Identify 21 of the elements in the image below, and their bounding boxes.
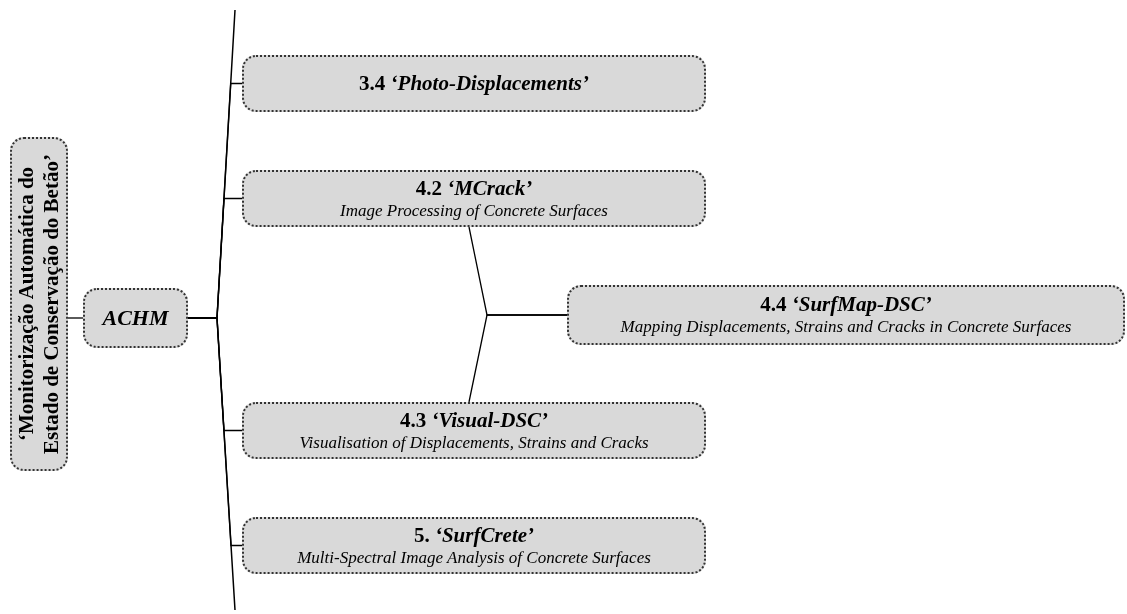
title-box (10, 137, 68, 471)
node-description: Image Processing of Concrete Surfaces (340, 199, 608, 222)
rounded-box (242, 517, 706, 574)
connector-line (187, 317, 243, 547)
rounded-box (242, 170, 706, 227)
node-heading: 5. ‘SurfCrete’ (413, 522, 535, 547)
rounded-box (242, 55, 706, 112)
node-heading: 3.4 ‘Photo-Displacements’ (359, 71, 589, 96)
node-description: Visualisation of Displacements, Strains and Cracks (299, 431, 649, 454)
title-text: ‘Monitorização Automática do Estado de Conservação do Betão’ (13, 153, 64, 456)
node-heading: ACHM (102, 305, 169, 331)
node-description: Mapping Displacements, Strains and Cracks in Concrete Surfaces (620, 316, 1072, 338)
node-heading: 4.3 ‘Visual-DSC’ (399, 407, 549, 432)
node-heading: 4.4 ‘SurfMap-DSC’ (760, 292, 932, 317)
connector-line (67, 317, 84, 319)
rounded-box (242, 402, 706, 459)
connector-line (468, 314, 568, 403)
node-heading: 4.2 ‘MCrack’ (415, 175, 533, 200)
rounded-box (83, 288, 188, 348)
node-description: Multi-Spectral Image Analysis of Concrete Surfaces (297, 547, 651, 569)
rounded-box (567, 285, 1125, 345)
